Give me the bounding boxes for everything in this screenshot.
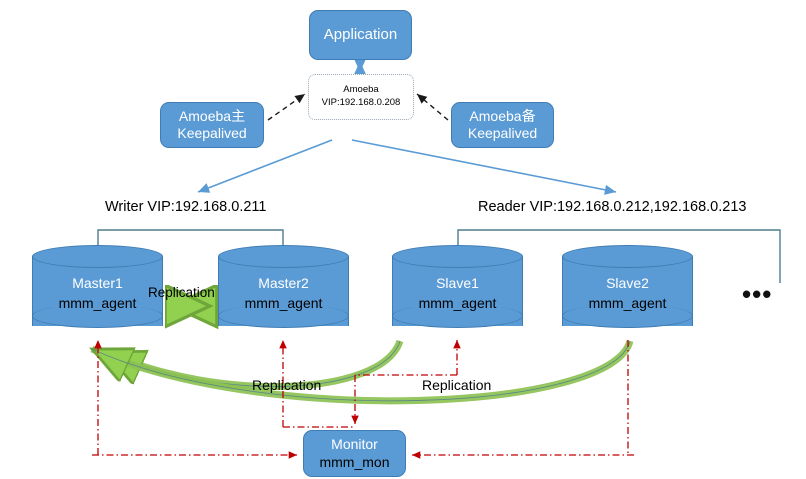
replication-label-masters: Replication xyxy=(148,285,215,300)
cylinder-bottom xyxy=(562,304,693,328)
monitor-title: Monitor xyxy=(331,436,378,452)
amoeba-keepalived-master-node[interactable]: Amoeba主 Keepalived xyxy=(160,102,264,148)
amoeba-name: Amoeba xyxy=(343,84,379,96)
replication-label-slave1: Replication xyxy=(252,377,322,393)
db-name: Master2 xyxy=(258,275,309,291)
db-node-labels: Slave1 mmm_agent xyxy=(392,273,523,314)
db-node-slave1[interactable]: Slave1 mmm_agent xyxy=(392,245,523,337)
monitor-process: mmm_mon xyxy=(319,453,390,470)
db-node-labels: Master1 mmm_agent xyxy=(32,273,163,314)
keepalived-backup-line2: Keepalived xyxy=(467,125,538,141)
edge-keepalived-master-amoeba xyxy=(267,93,306,121)
application-label: Application xyxy=(323,25,398,43)
db-node-slave2[interactable]: Slave2 mmm_agent xyxy=(562,245,693,337)
cylinder-top xyxy=(32,245,163,268)
edge-monitor-slave2 xyxy=(412,340,634,459)
replication-label-slave2: Replication xyxy=(422,377,492,393)
cylinder-top xyxy=(392,245,523,268)
db-agent: mmm_agent xyxy=(244,295,323,312)
db-node-master1[interactable]: Master1 mmm_agent xyxy=(32,245,163,337)
cylinder-top xyxy=(562,245,693,268)
amoeba-proxy-node[interactable]: Amoeba VIP:192.168.0.208 xyxy=(308,74,414,120)
db-node-labels: Master2 mmm_agent xyxy=(218,273,349,314)
keepalived-master-line2: Keepalived xyxy=(177,125,247,141)
cylinder-bottom xyxy=(392,304,523,328)
keepalived-backup-line1: Amoeba备 xyxy=(469,107,536,124)
amoeba-keepalived-backup-node[interactable]: Amoeba备 Keepalived xyxy=(451,102,554,148)
application-node[interactable]: Application xyxy=(309,10,412,60)
db-agent: mmm_agent xyxy=(418,295,497,312)
edge-slave2-master1-replication xyxy=(92,339,634,405)
db-agent: mmm_agent xyxy=(588,295,667,312)
amoeba-vip: VIP:192.168.0.208 xyxy=(321,97,401,108)
monitor-node[interactable]: Monitor mmm_mon xyxy=(303,430,406,477)
cylinder-bottom xyxy=(32,304,163,328)
db-node-labels: Slave2 mmm_agent xyxy=(562,273,693,314)
cylinder-top xyxy=(218,245,349,268)
cylinder-bottom xyxy=(218,304,349,328)
reader-vip-label: Reader VIP:192.168.0.212,192.168.0.213 xyxy=(478,199,747,215)
edge-keepalived-backup-amoeba xyxy=(416,93,449,121)
db-name: Slave2 xyxy=(606,275,649,291)
more-nodes-ellipsis: ••• xyxy=(742,279,773,309)
db-name: Master1 xyxy=(72,275,123,291)
db-node-master2[interactable]: Master2 mmm_agent xyxy=(218,245,349,337)
db-agent: mmm_agent xyxy=(58,295,137,312)
writer-vip-label: Writer VIP:192.168.0.211 xyxy=(105,199,267,215)
keepalived-master-line1: Amoeba主 xyxy=(178,107,246,124)
db-name: Slave1 xyxy=(436,275,479,291)
edge-monitor-master1 xyxy=(92,340,297,459)
